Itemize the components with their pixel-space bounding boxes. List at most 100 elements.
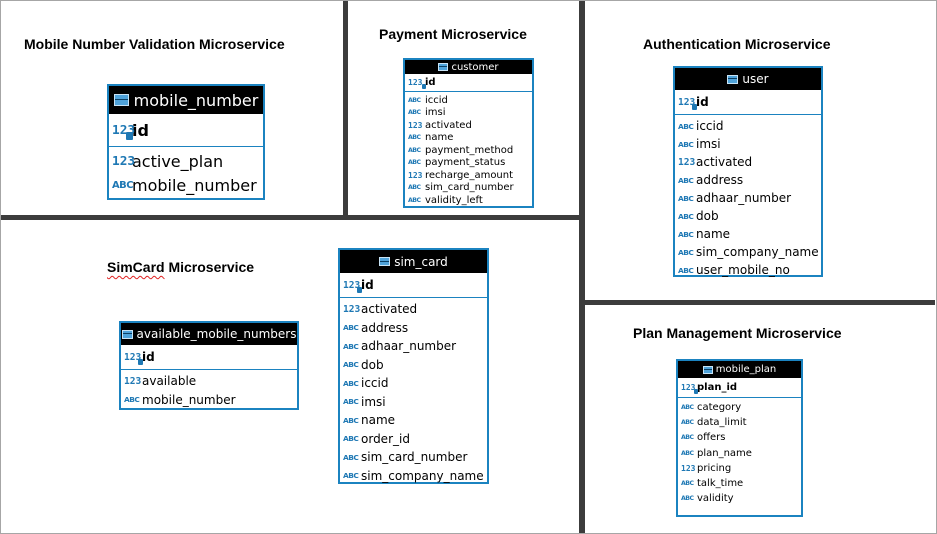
text-type-icon: ABC [112, 179, 134, 191]
column-name: mobile_number [132, 175, 257, 195]
numeric-type-icon: 123 [678, 156, 696, 168]
text-type-icon: ABC [343, 341, 359, 351]
primary-key-name: id [361, 278, 374, 292]
column-name: talk_time [697, 478, 744, 490]
column-row: ABC name [405, 132, 532, 145]
numeric-type-icon: 123 [124, 375, 142, 387]
text-type-icon: ABC [343, 415, 359, 425]
divider-top-left-vertical [343, 1, 348, 218]
key-icon [357, 286, 362, 293]
table-name: available_mobile_numbers [136, 327, 297, 341]
text-type-icon: ABC [408, 146, 421, 154]
column-name: order_id [361, 431, 410, 446]
column-name: imsi [361, 394, 386, 409]
column-name: address [361, 320, 409, 335]
column-name: sim_card_number [361, 450, 468, 465]
text-type-icon: ABC [678, 211, 694, 221]
table-header: sim_card [340, 250, 487, 273]
table-name: user [742, 72, 769, 86]
column-name: name [425, 132, 454, 144]
column-name: address [696, 173, 744, 187]
text-type-icon: ABC [678, 121, 694, 131]
table-header: user [675, 68, 821, 90]
text-type-icon: ABC [343, 323, 359, 333]
column-name: available [142, 374, 197, 389]
column-name: name [361, 413, 396, 428]
numeric-type-icon: 123 [681, 463, 696, 473]
text-type-icon: ABC [343, 397, 359, 407]
text-type-icon: ABC [678, 265, 694, 275]
key-icon [422, 84, 426, 89]
column-name: name [696, 227, 731, 241]
text-type-icon: ABC [681, 480, 694, 488]
text-type-icon: ABC [678, 229, 694, 239]
table-icon [702, 365, 713, 374]
table-icon [113, 94, 129, 106]
primary-key-name: id [132, 120, 149, 140]
column-name: plan_name [697, 447, 752, 459]
numeric-type-icon: 123 [408, 170, 423, 180]
text-type-icon: ABC [678, 139, 694, 149]
divider-right-horizontal [583, 300, 935, 305]
text-type-icon: ABC [408, 134, 421, 142]
text-type-icon: ABC [343, 378, 359, 388]
column-name: iccid [696, 119, 724, 133]
text-type-icon: ABC [681, 404, 694, 412]
column-name: sim_card_number [425, 182, 514, 194]
text-type-icon: ABC [681, 434, 694, 442]
column-name: sim_company_name [361, 468, 484, 483]
column-name: imsi [696, 137, 721, 151]
table-name: mobile_number [133, 90, 259, 110]
column-name: data_limit [697, 417, 747, 429]
table-icon [379, 257, 391, 266]
numeric-type-icon: 123 [408, 78, 426, 89]
column-name: activated [425, 119, 472, 131]
text-type-icon: ABC [124, 395, 140, 405]
key-icon [692, 103, 697, 110]
key-icon [138, 358, 143, 365]
section-title-authentication: Authentication Microservice [643, 36, 831, 52]
section-title-simcard: SimCard Microservice [107, 259, 254, 275]
column-name: adhaar_number [361, 339, 457, 354]
table-icon [121, 329, 133, 339]
text-type-icon: ABC [681, 449, 694, 457]
numeric-type-icon: 123 [112, 153, 136, 169]
numeric-type-icon: 123 [124, 351, 143, 365]
column-name: imsi [425, 107, 446, 119]
text-type-icon: ABC [681, 419, 694, 427]
primary-key-name: id [425, 77, 436, 88]
table-icon [727, 74, 739, 84]
text-type-icon: ABC [408, 96, 421, 104]
column-name: user_mobile_no [696, 263, 790, 277]
column-name: adhaar_number [696, 191, 792, 205]
